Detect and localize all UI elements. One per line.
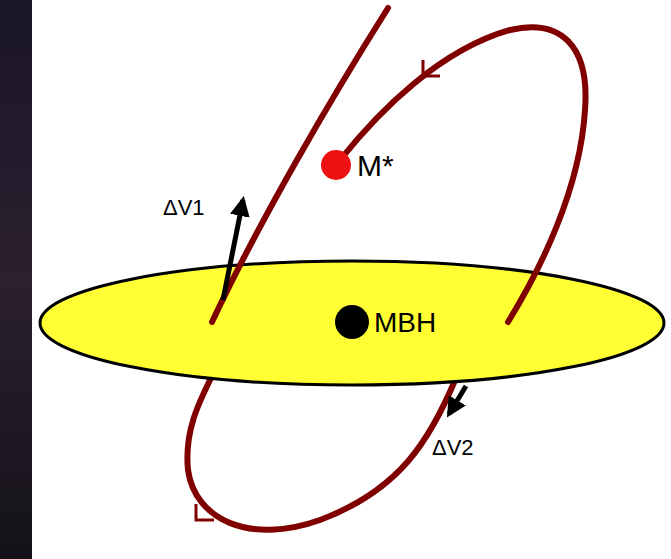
direction-tick	[196, 504, 214, 520]
black-hole	[335, 305, 369, 339]
velocity-arrow	[449, 386, 466, 414]
orbit-path	[340, 27, 586, 322]
panel	[32, 0, 671, 559]
direction-tick	[423, 60, 440, 76]
body-label: MBH	[374, 309, 436, 337]
velocity-label: ΔV2	[432, 437, 474, 459]
background-strip	[0, 0, 34, 559]
body-label: M*	[357, 151, 394, 181]
star	[321, 150, 351, 180]
orbit-path	[187, 372, 456, 530]
accretion-disk	[40, 261, 664, 385]
velocity-label: ΔV1	[163, 197, 205, 219]
velocity-arrow	[223, 200, 243, 300]
